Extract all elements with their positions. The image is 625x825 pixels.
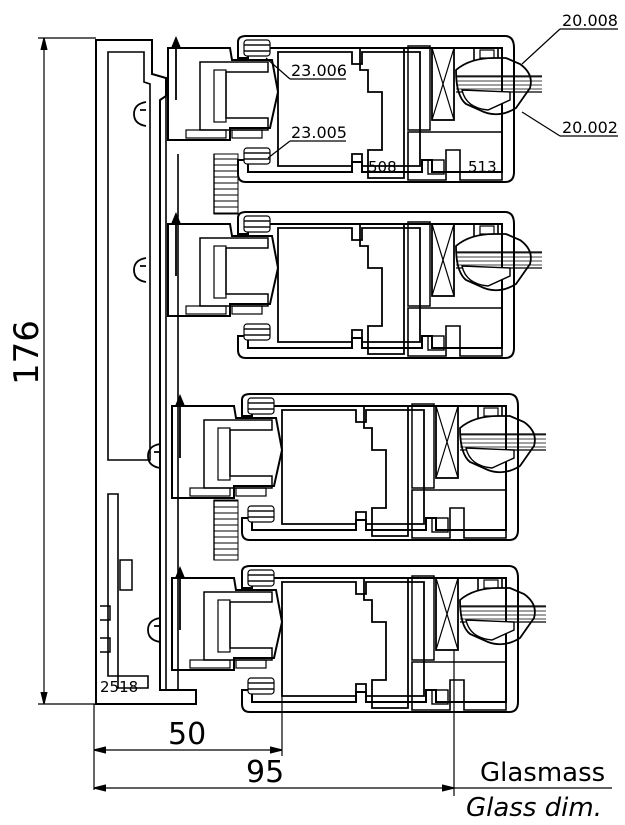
label-20008: 20.008 [562,11,618,30]
dimension-height-value: 176 [7,320,47,385]
label-2518: 2518 [100,678,138,696]
sash-unit-4 [171,565,547,713]
label-508: 508 [368,158,397,176]
glass-dim-en: Glass dim. [466,793,602,823]
frame-profile-outline [95,39,197,705]
dimension-height [38,37,96,705]
frame-inner-wall [107,51,151,461]
frame-right-wall [165,96,179,690]
dimension-50-value: 50 [168,717,206,752]
label-20002: 20.002 [562,118,618,137]
frame-hooks [133,101,161,643]
frame-channels [100,559,133,653]
glass-dim-de: Glasmass [480,758,605,788]
label-513: 513 [468,158,497,176]
sash-unit-2 [167,211,543,359]
comb-strip-lower [213,499,239,561]
dimension-95 [93,650,612,796]
frame-lower-chamber [107,493,149,689]
part-labels: 23.006 23.005 20.008 20.002 508 513 2518 [100,11,618,696]
label-23005: 23.005 [291,123,347,142]
dimension-50 [93,600,283,790]
label-23006: 23.006 [291,61,347,80]
dimension-95-value: 95 [246,755,284,790]
comb-strip-upper [213,153,239,215]
